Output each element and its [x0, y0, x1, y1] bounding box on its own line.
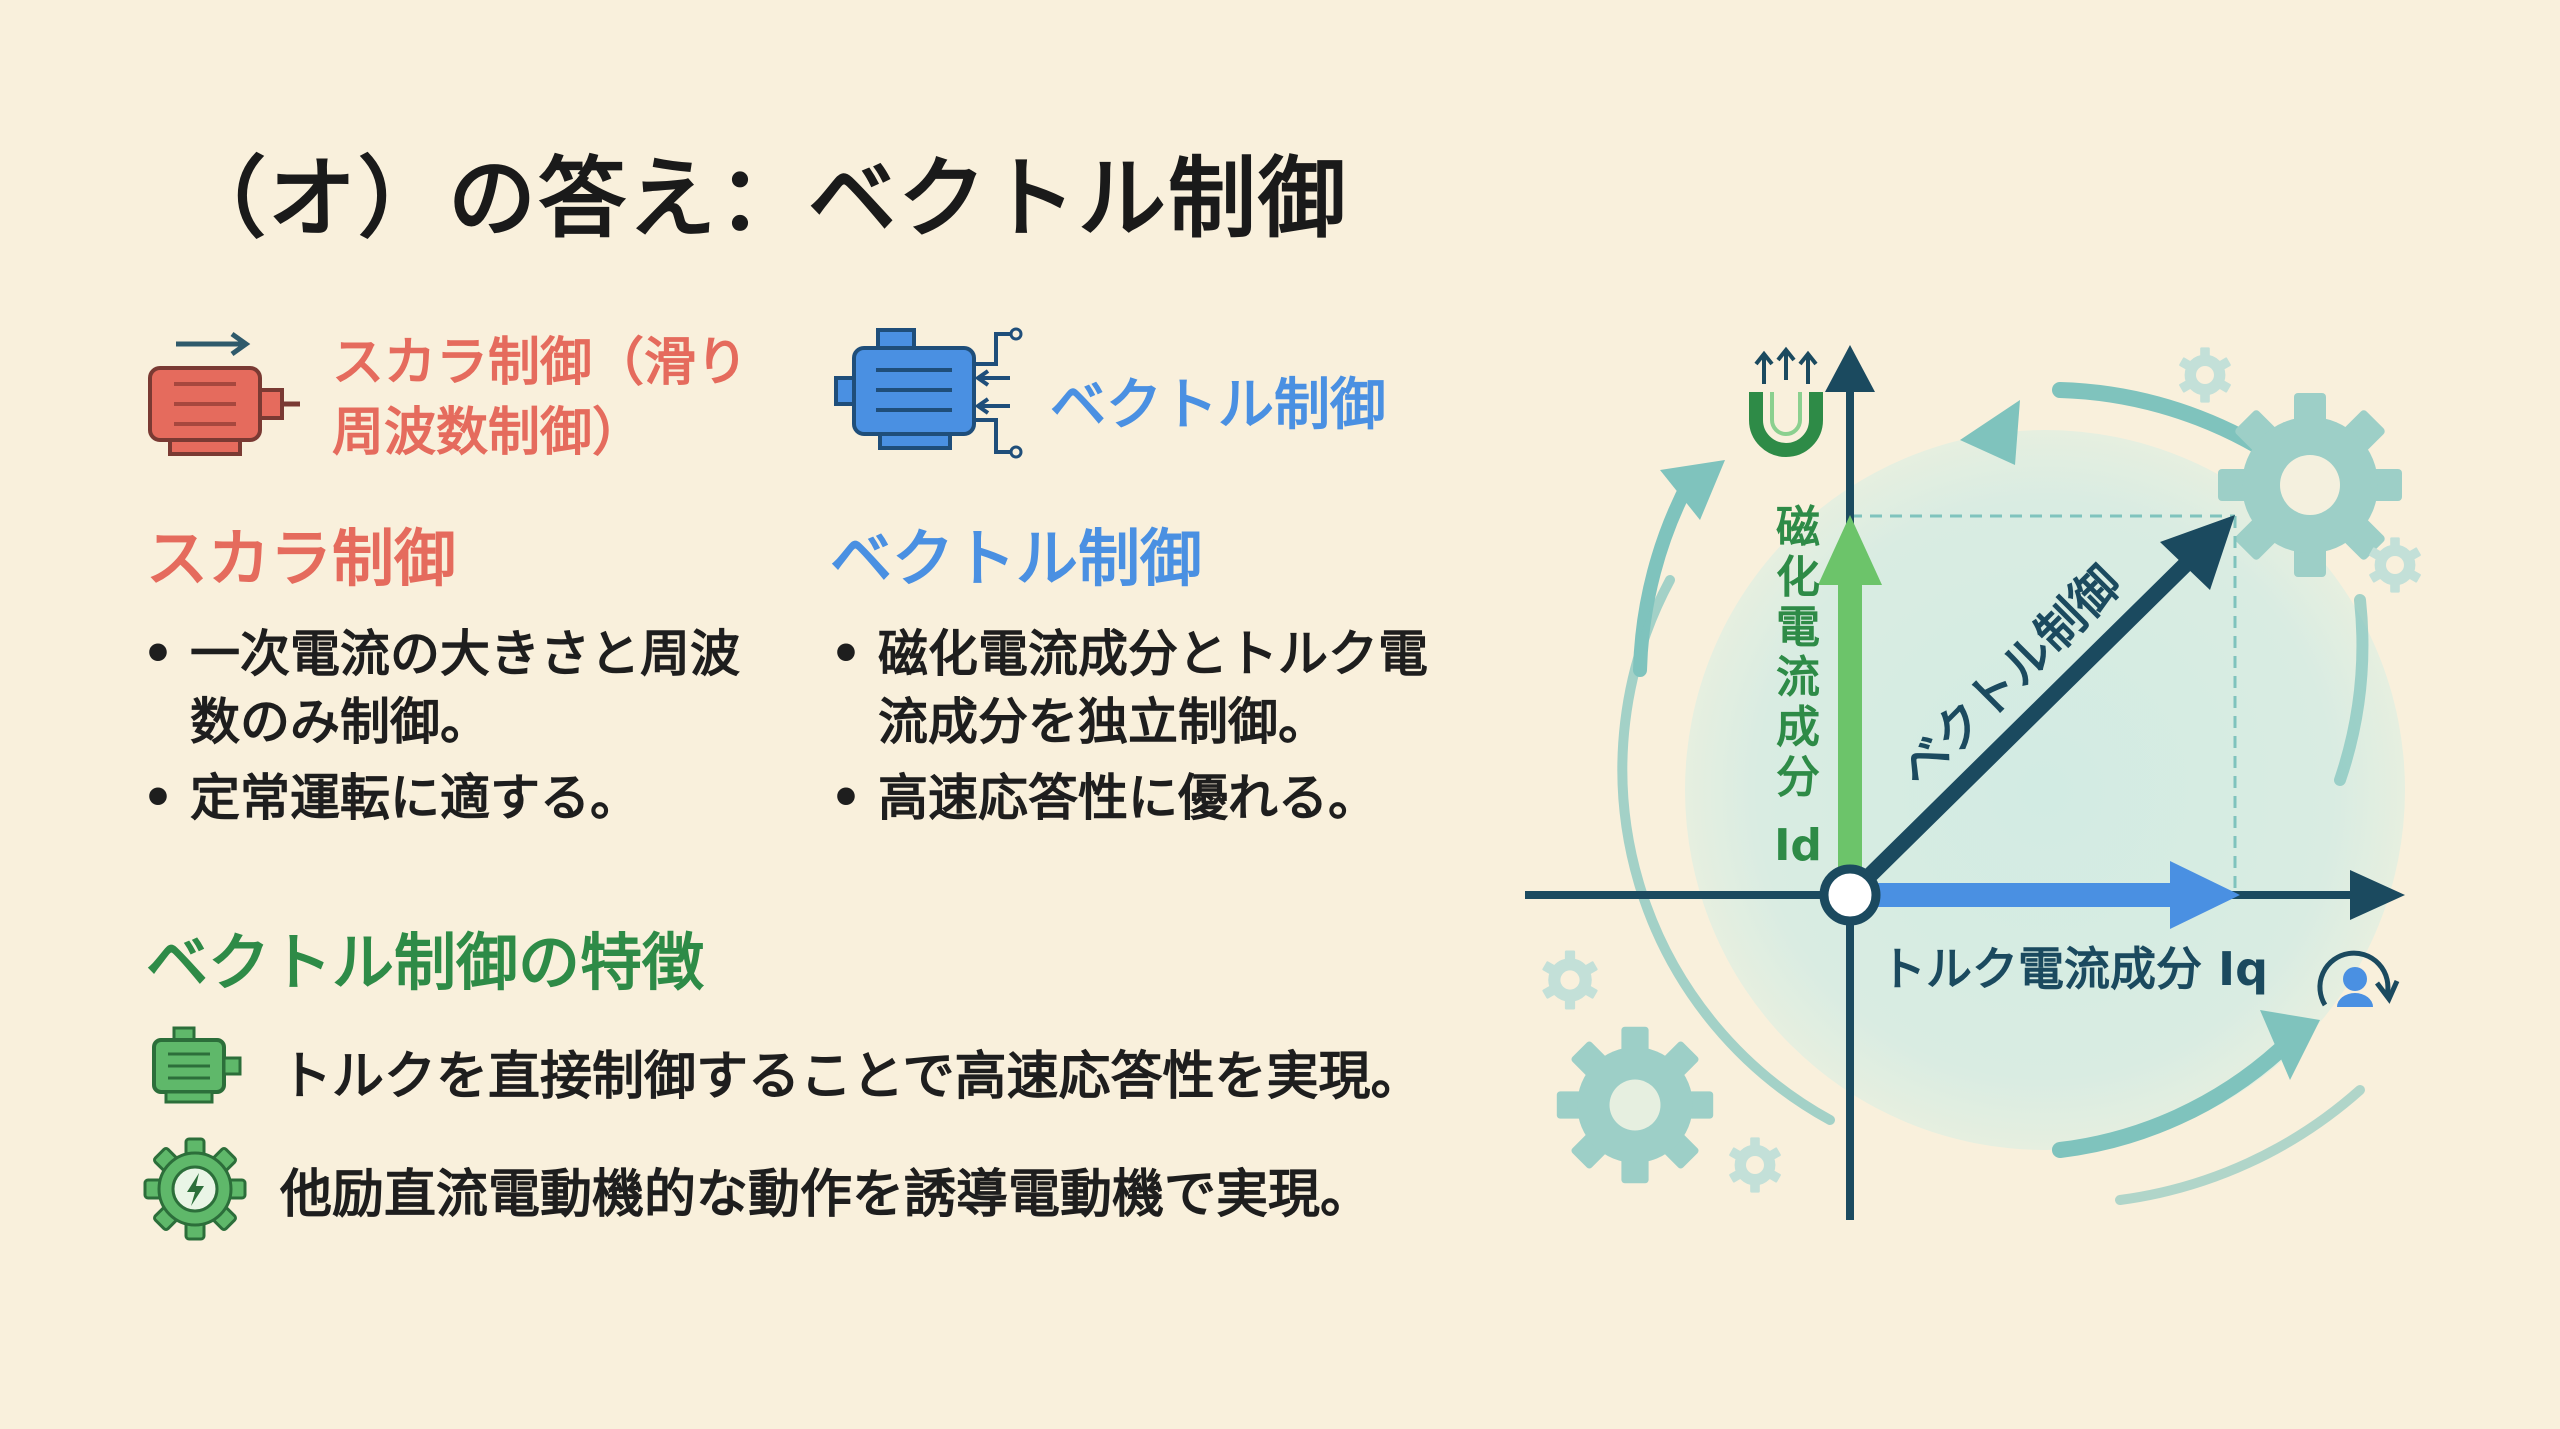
- features-heading: ベクトル制御の特徴: [146, 926, 705, 999]
- vector-motor-icon: [834, 327, 1023, 459]
- gear-icon: [1556, 1026, 1714, 1184]
- rotation-icon: [2317, 950, 2400, 1007]
- q-axis-label: トルク電流成分 Iq: [1880, 942, 2268, 996]
- d-axis-label: 磁 化 電 流 成 分 Id: [1774, 502, 1822, 871]
- background-disc: [1685, 430, 2405, 1150]
- vector-heading: ベクトル制御: [830, 522, 1203, 595]
- list-item: 高速応答性に優れる。: [830, 764, 1450, 832]
- d-axis-char: 成: [1776, 702, 1820, 753]
- q-axis-arrow: [1850, 861, 2240, 929]
- feature-item: トルクを直接制御することで高速応答性を実現。: [280, 1047, 1423, 1107]
- origin-point: [1819, 864, 1881, 926]
- d-axis-char: 化: [1776, 552, 1820, 603]
- legend-scalar-label: スカラ制御（滑り 周波数制御）: [332, 333, 749, 463]
- d-axis-char: 流: [1776, 652, 1820, 703]
- d-axis-char: 磁: [1776, 502, 1820, 553]
- resultant-vector-arrow: [1842, 515, 2235, 903]
- legend-vector-label: ベクトル制御: [1050, 373, 1386, 438]
- d-axis-char: 電: [1776, 602, 1820, 653]
- rotation-arrowheads: [1660, 400, 2320, 1080]
- list-item: 定常運転に適する。: [142, 764, 782, 832]
- projection-lines: [1850, 514, 2237, 895]
- vector-diagram: 磁 化 電 流 成 分 Id トルク電流成分 Iq ベクトル制御: [1525, 345, 2421, 1220]
- list-item: 磁化電流成分とトルク電流成分を独立制御。: [830, 620, 1450, 756]
- feature-item: 他励直流電動機的な動作を誘導電動機で実現。: [280, 1165, 1373, 1225]
- gear-icon: [1542, 347, 2421, 1193]
- d-axis-char: 分: [1776, 752, 1820, 803]
- page-title: （オ）の答え：ベクトル制御: [178, 147, 1349, 250]
- d-axis-arrow: [1818, 515, 1882, 895]
- d-axis-symbol: Id: [1774, 820, 1822, 871]
- scalar-bullets: 一次電流の大きさと周波数のみ制御。 定常運転に適する。: [142, 620, 782, 840]
- list-item: 一次電流の大きさと周波数のみ制御。: [142, 620, 782, 756]
- scalar-motor-icon: [148, 331, 300, 456]
- magnet-icon: [1749, 346, 1823, 457]
- scalar-heading: スカラ制御: [146, 522, 457, 595]
- vector-bullets: 磁化電流成分とトルク電流成分を独立制御。 高速応答性に優れる。: [830, 620, 1450, 840]
- gear-bolt-icon: [143, 1137, 247, 1241]
- gear-icon: [2218, 393, 2402, 577]
- motor-icon: [152, 1026, 242, 1104]
